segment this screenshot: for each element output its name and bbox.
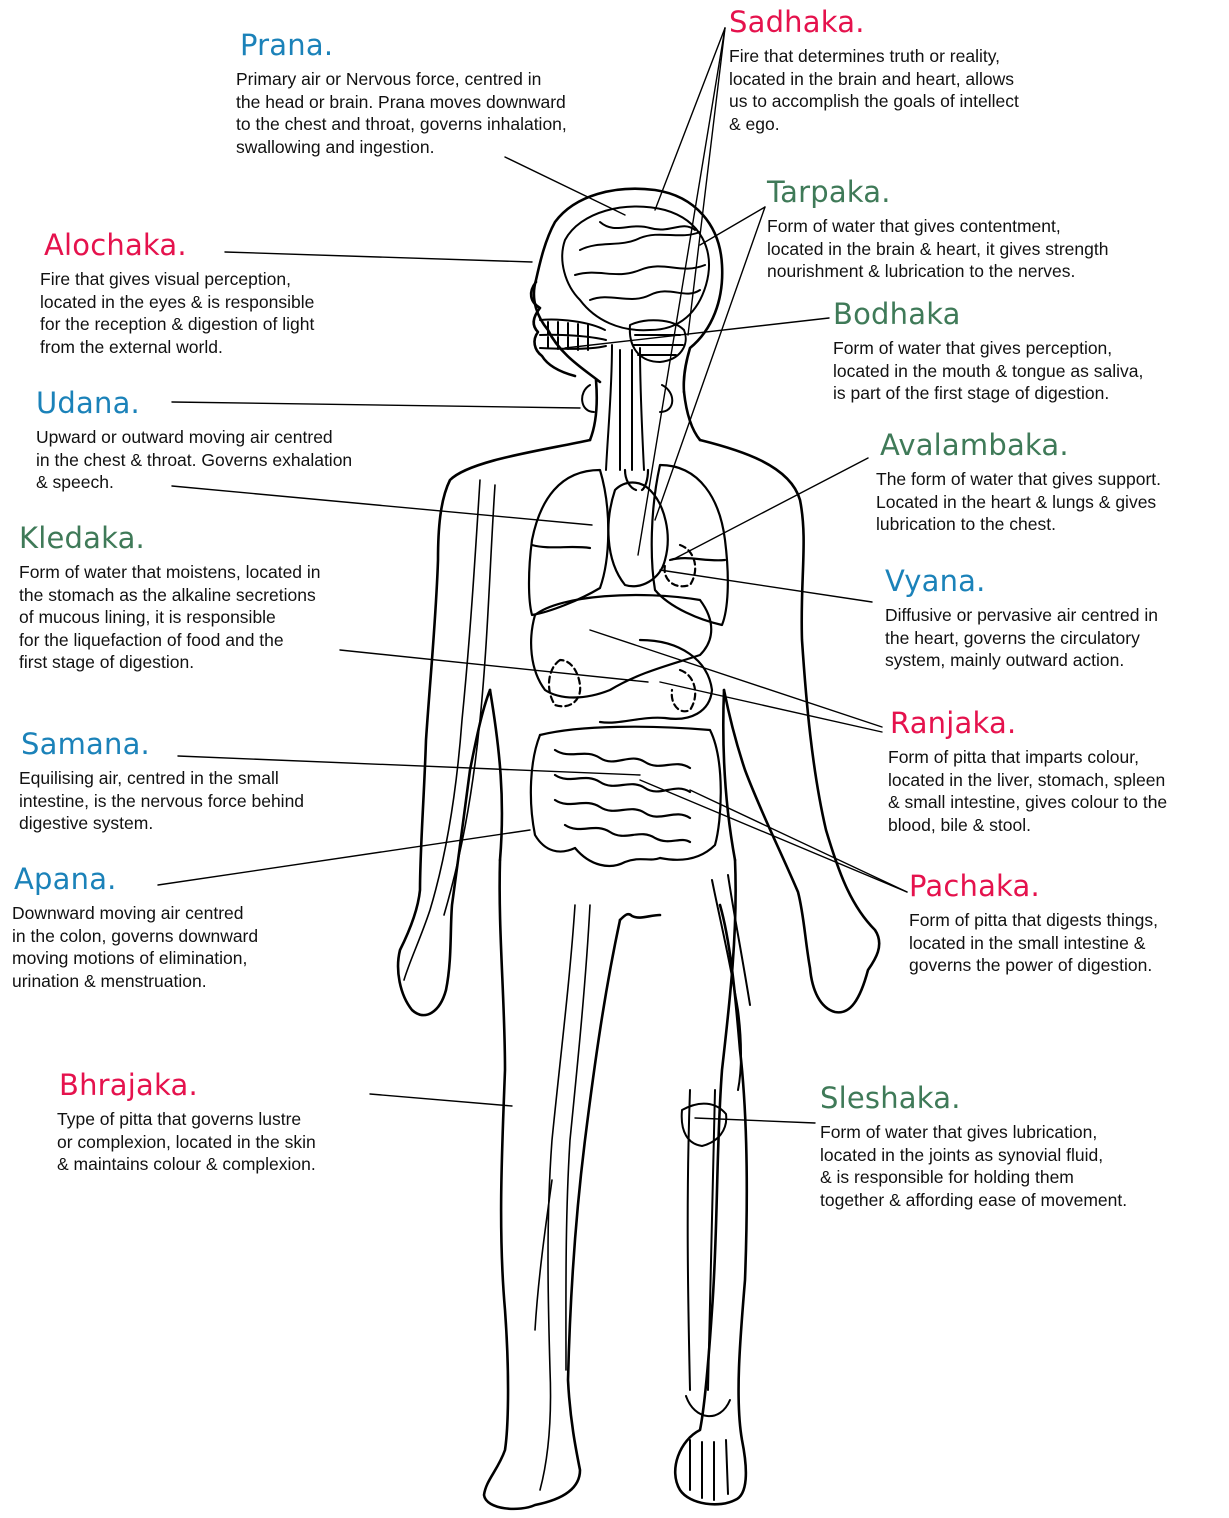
label-ranjaka: Ranjaka. Form of pitta that imparts colo… [888,706,1228,836]
tarpaka-title: Tarpaka. [767,175,1207,209]
samana-title: Samana. [21,727,379,761]
apana-title: Apana. [14,862,332,896]
bhrajaka-description: Type of pitta that governs lustre or com… [57,1108,397,1176]
label-pachaka: Pachaka. Form of pitta that digests thin… [909,869,1229,977]
lungs-icon [529,465,728,625]
bodhaka-description: Form of water that gives perception, loc… [833,337,1213,405]
ranjaka-description: Form of pitta that imparts colour, locat… [888,746,1228,836]
label-vyana: Vyana. Diffusive or pervasive air centre… [885,564,1225,672]
intestines-icon [531,727,721,866]
vyana-title: Vyana. [885,564,1225,598]
label-tarpaka: Tarpaka. Form of water that gives conten… [767,175,1207,283]
avalambaka-description: The form of water that gives support. Lo… [876,468,1221,536]
prana-description: Primary air or Nervous force, centred in… [236,68,656,158]
label-sleshaka: Sleshaka. Form of water that gives lubri… [820,1081,1220,1211]
sleshaka-description: Form of water that gives lubrication, lo… [820,1121,1220,1211]
veins-icon [404,480,590,1490]
udana-title: Udana. [36,386,436,420]
body-outline [398,189,879,1509]
sadhaka-description: Fire that determines truth or reality, l… [729,45,1109,135]
pachaka-description: Form of pitta that digests things, locat… [909,909,1229,977]
sadhaka-title: Sadhaka. [729,5,1109,39]
udana-description: Upward or outward moving air centred in … [36,426,436,494]
alochaka-title: Alochaka. [44,228,400,262]
label-kledaka: Kledaka. Form of water that moistens, lo… [19,521,399,674]
kledaka-title: Kledaka. [19,521,399,555]
samana-description: Equilising air, centred in the small int… [19,767,379,835]
pachaka-title: Pachaka. [909,869,1229,903]
label-apana: Apana. Downward moving air centred in th… [12,862,332,992]
liver-icon [531,595,712,723]
vyana-description: Diffusive or pervasive air centred in th… [885,604,1225,672]
prana-title: Prana. [240,28,656,62]
label-udana: Udana. Upward or outward moving air cent… [36,386,436,494]
tarpaka-description: Form of water that gives contentment, lo… [767,215,1207,283]
avalambaka-title: Avalambaka. [880,428,1221,462]
ranjaka-title: Ranjaka. [890,706,1228,740]
label-alochaka: Alochaka. Fire that gives visual percept… [40,228,400,358]
kledaka-description: Form of water that moistens, located in … [19,561,399,674]
label-samana: Samana. Equilising air, centred in the s… [19,727,379,835]
apana-description: Downward moving air centred in the colon… [12,902,332,992]
sleshaka-title: Sleshaka. [820,1081,1220,1115]
brain-icon [562,207,709,362]
label-avalambaka: Avalambaka. The form of water that gives… [876,428,1221,536]
mouth-icon [540,319,606,350]
bhrajaka-title: Bhrajaka. [59,1068,397,1102]
label-bodhaka: Bodhaka Form of water that gives percept… [833,297,1213,405]
label-sadhaka: Sadhaka. Fire that determines truth or r… [729,5,1109,135]
bodhaka-title: Bodhaka [833,297,1213,331]
alochaka-description: Fire that gives visual perception, locat… [40,268,400,358]
label-bhrajaka: Bhrajaka. Type of pitta that governs lus… [57,1068,397,1176]
label-prana: Prana. Primary air or Nervous force, cen… [236,28,656,158]
